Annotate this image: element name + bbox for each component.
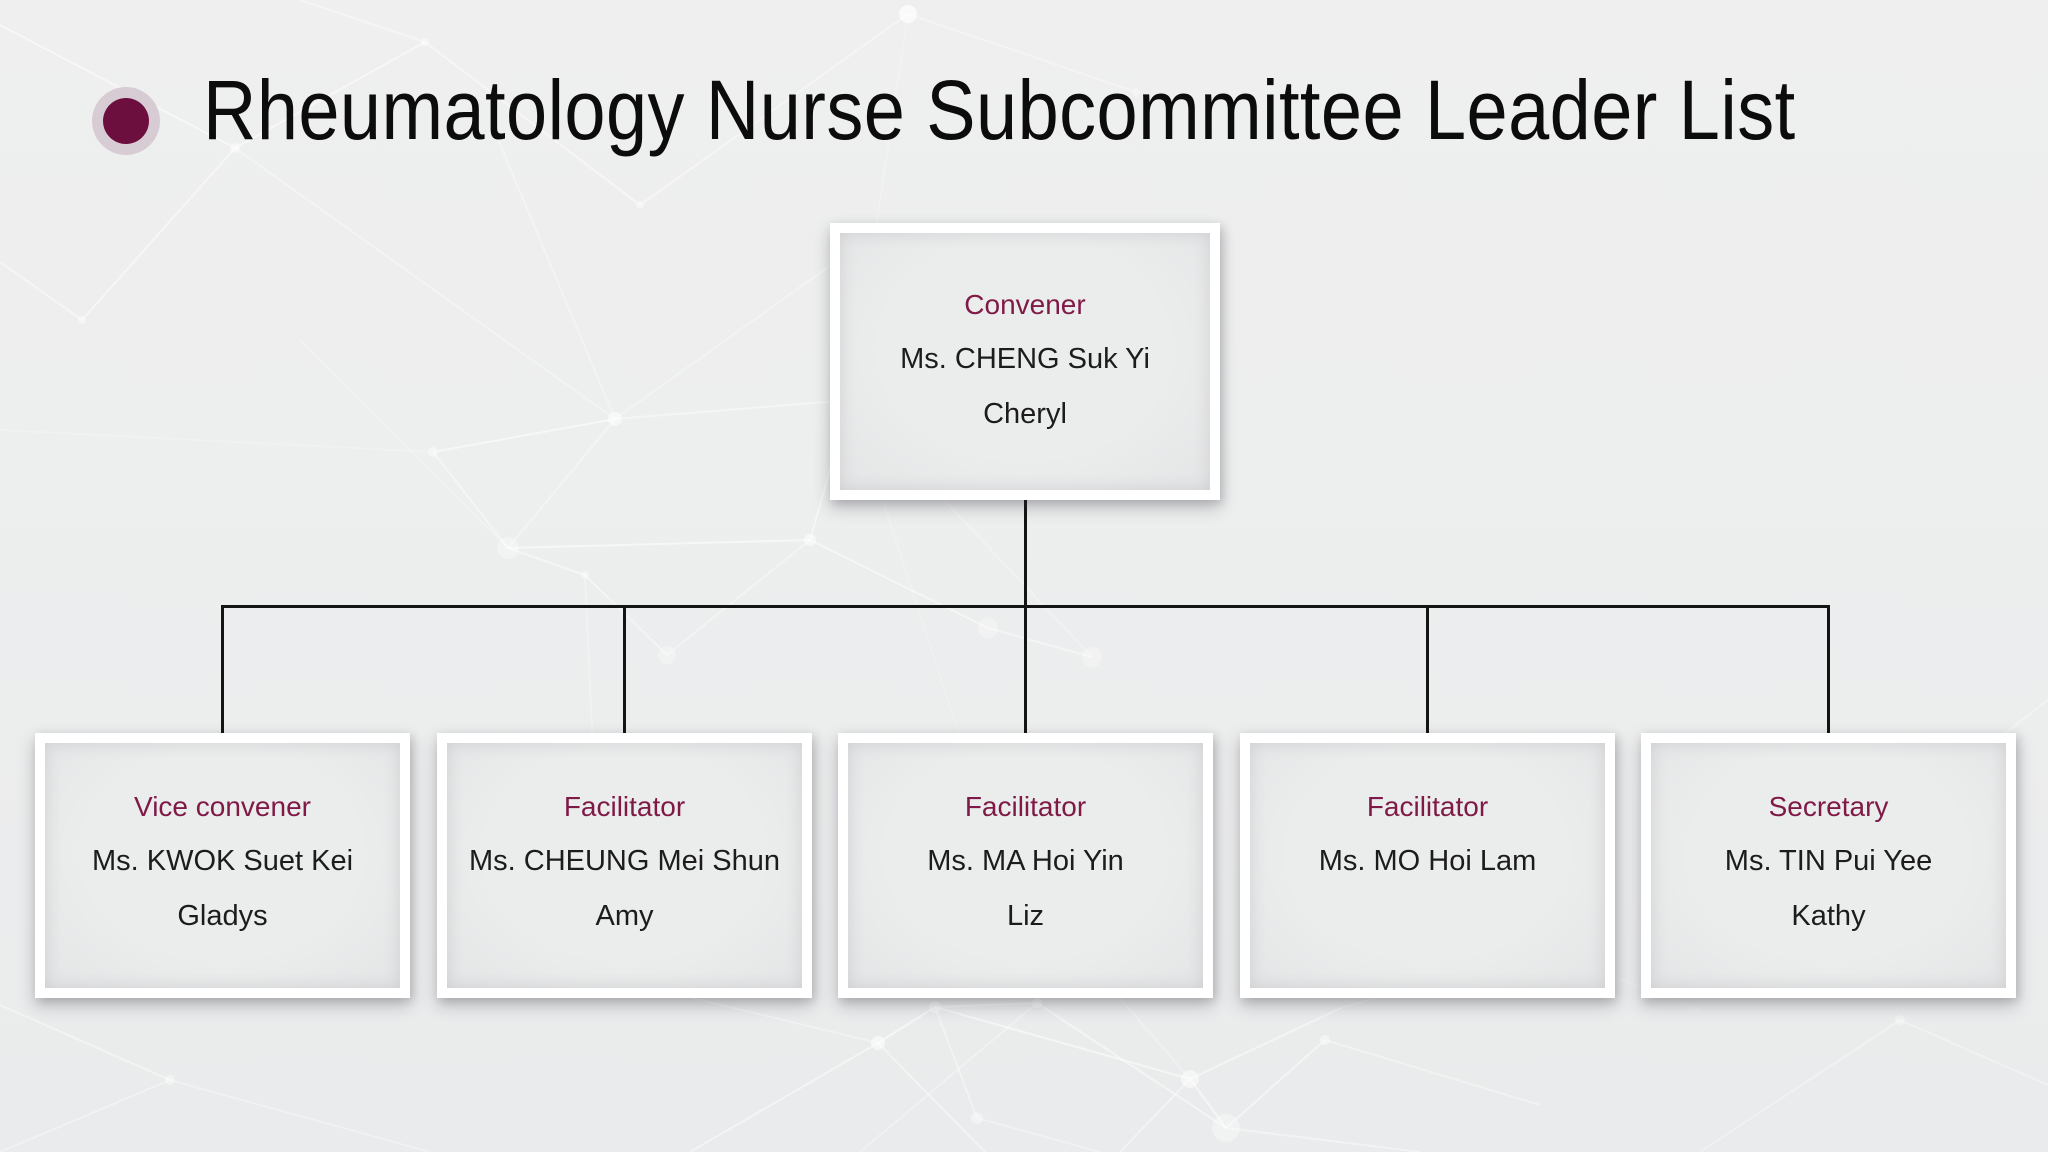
member-given-name: Cheryl	[983, 398, 1067, 430]
org-card-4: Secretary Ms. TIN Pui Yee Kathy	[1641, 733, 2016, 998]
connector-stem	[1023, 500, 1027, 605]
member-given-name: Kathy	[1791, 900, 1866, 932]
connector-drop-3	[1426, 605, 1429, 733]
role-label: Secretary	[1768, 791, 1889, 822]
connector-drop-0	[221, 605, 224, 733]
title-bullet-core-icon	[103, 98, 149, 144]
connector-drop-1	[623, 605, 626, 733]
member-name: Ms. KWOK Suet Kei	[91, 845, 354, 877]
org-card-3: Facilitator Ms. MO Hoi Lam	[1240, 733, 1615, 998]
role-label: Convener	[964, 289, 1086, 320]
role-label: Vice convener	[134, 791, 311, 822]
member-name: Ms. MO Hoi Lam	[1318, 845, 1537, 877]
connector-drop-2	[1024, 605, 1027, 733]
member-name: Ms. MA Hoi Yin	[927, 845, 1124, 877]
member-name: Ms. TIN Pui Yee	[1724, 845, 1933, 877]
org-card-2: Facilitator Ms. MA Hoi Yin Liz	[838, 733, 1213, 998]
member-given-name: Gladys	[177, 900, 268, 932]
org-card-1: Facilitator Ms. CHEUNG Mei Shun Amy	[437, 733, 812, 998]
org-card-root: Convener Ms. CHENG Suk Yi Cheryl	[830, 223, 1220, 500]
member-name: Ms. CHENG Suk Yi	[900, 343, 1150, 375]
org-card-0: Vice convener Ms. KWOK Suet Kei Gladys	[35, 733, 410, 998]
page-title: Rheumatology Nurse Subcommittee Leader L…	[203, 63, 1796, 157]
role-label: Facilitator	[964, 791, 1087, 822]
role-label: Facilitator	[563, 791, 686, 822]
member-name: Ms. CHEUNG Mei Shun	[468, 845, 780, 877]
header: Rheumatology Nurse Subcommittee Leader L…	[0, 0, 2048, 180]
member-given-name: Liz	[1006, 900, 1045, 932]
connector-drop-4	[1827, 605, 1830, 733]
member-given-name: Amy	[595, 900, 654, 932]
title-bullet-icon	[92, 87, 160, 155]
role-label: Facilitator	[1366, 791, 1489, 822]
